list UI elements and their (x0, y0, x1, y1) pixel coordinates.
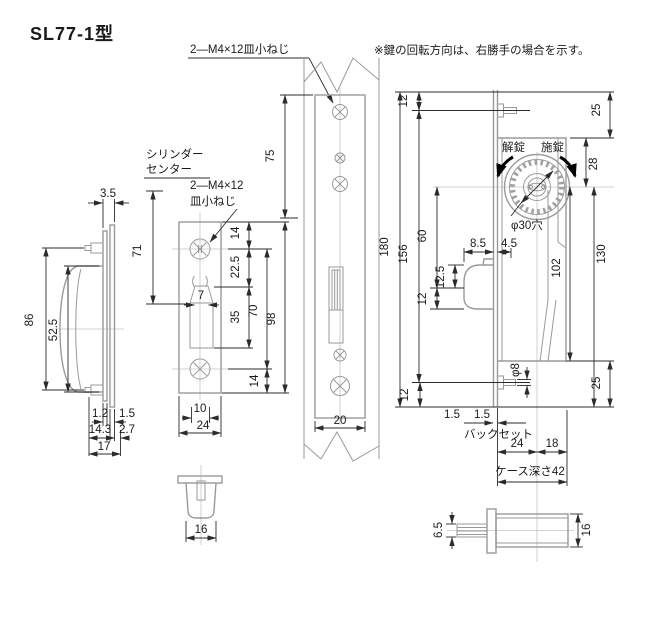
dim-v2-center: 71 (132, 190, 187, 305)
dim-v2-s1-value: 22.5 (230, 256, 242, 278)
rotation-direction-labels: 解錠 施錠 (496, 140, 577, 179)
dim-v1-dome: 52.5 (48, 265, 99, 393)
dim-v4-phi8-label: φ8 (510, 363, 522, 377)
backset-label: バックセット (464, 428, 533, 441)
dim-v1-thickness: 3.5 (88, 188, 129, 228)
dim-v6-diameter: 16 (570, 513, 593, 548)
dim-v4-backset: 24 18 ケース深さ42 (495, 408, 568, 486)
dim-v2-s2-value: 35 (230, 311, 242, 324)
dim-v2-bottom-value: 14 (249, 374, 261, 387)
dim-v4-b12-value: 12 (399, 389, 411, 402)
view-faceplate-front (303, 57, 380, 462)
dim-v4-latch-offsets: 8.5 4.5 (463, 238, 517, 262)
view-lock-case-side (433, 90, 614, 562)
dim-v4-left-columns: 12 180 156 60 12.5 12 12 (379, 91, 458, 408)
dim-v1-thickness-value: 3.5 (100, 188, 116, 200)
dim-v5-w16-value: 16 (195, 524, 208, 536)
dim-v2-center-value: 71 (132, 245, 144, 258)
dim-v4-h156-value: 156 (398, 244, 410, 263)
rotation-note: ※鍵の回転方向は、右勝手の場合を示す。 (374, 43, 589, 57)
dim-v2-slot-width: 7 (184, 290, 219, 308)
dim-v2-bottom-widths: 10 24 (178, 396, 222, 437)
dim-v4-r102-value: 102 (551, 258, 563, 277)
dim-v2-top-value: 14 (230, 226, 242, 239)
unlock-arrow (496, 155, 514, 179)
dim-v4-a45-value: 4.5 (501, 238, 517, 250)
dim-v3-top: 75 (265, 94, 313, 219)
dim-v4-a85-value: 8.5 (470, 238, 486, 250)
dim-v4-h180-value: 180 (379, 237, 391, 256)
plate-screws-label-2: 皿小ねじ (190, 195, 236, 208)
callout-faceplate-screws-label: 2—M4×12皿小ねじ (190, 43, 289, 56)
view-cylinder-plate-front (172, 213, 230, 400)
dim-v4-p15l-value: 1.5 (444, 409, 460, 421)
dim-v1-b5-value: 17 (98, 441, 111, 453)
view-escutcheon-side (52, 224, 124, 408)
dim-v4-r130-value: 130 (596, 244, 608, 263)
dim-v1-b2-value: 1.5 (119, 408, 135, 420)
dim-v4-r28-value: 28 (588, 158, 600, 171)
dim-v1-height-value: 86 (24, 314, 36, 327)
callout-hole30: φ30穴 (510, 170, 554, 232)
dim-v4-r25b-value: 25 (591, 377, 603, 390)
dim-v4-s125-value: 12.5 (435, 266, 447, 288)
unlock-label: 解錠 (502, 140, 525, 154)
callout-faceplate-screws: 2—M4×12皿小ねじ (188, 43, 334, 104)
dim-v4-r25t-value: 25 (591, 104, 603, 117)
dim-v4-p15r-value: 1.5 (474, 409, 490, 421)
dim-v2-height-value: 98 (266, 313, 278, 326)
callout-cylinder-center: シリンダー センター (144, 147, 210, 179)
dim-v6-d16-value: 16 (581, 524, 593, 537)
dim-v4-right-columns: 25 28 102 130 25 (551, 91, 613, 408)
dim-v2-w2-value: 24 (197, 420, 210, 432)
dim-v2-right-columns: 14 22.5 35 70 14 98 (214, 221, 289, 394)
dim-v1-b4-value: 2.7 (119, 424, 135, 436)
page-title: SL77-1型 (30, 23, 114, 44)
dim-v6-h65-value: 6.5 (433, 522, 445, 538)
dim-v3-width-value: 20 (334, 415, 347, 427)
case-depth-label: ケース深さ42 (495, 464, 565, 478)
view-cylinder-bottom (177, 465, 223, 545)
dim-v4-bs24-value: 24 (511, 438, 524, 450)
dim-v4-phi8: φ8 (510, 363, 531, 398)
callout-plate-screws: 2—M4×12 皿小ねじ (190, 180, 243, 243)
dim-v3-width: 20 (314, 415, 366, 432)
hole30-label: φ30穴 (511, 218, 543, 232)
view-cylinder-side (447, 508, 574, 554)
plate-screws-label-1: 2—M4×12 (190, 180, 243, 192)
dim-v4-bs18-value: 18 (546, 438, 559, 450)
dim-v4-plate-thickness: 1.5 1.5 バックセット (444, 409, 533, 441)
dim-v6-shaft-height: 6.5 (433, 512, 456, 549)
dim-v2-w1-value: 10 (194, 403, 207, 415)
cylinder-center-label-1: シリンダー (146, 147, 204, 161)
dim-v4-shared-extensions (395, 91, 614, 408)
dim-v1-b3-value: 14.3 (89, 424, 111, 436)
dim-v1-height: 86 (24, 247, 84, 391)
dim-v5-width: 16 (185, 521, 217, 542)
dim-v1-b1-value: 1.2 (92, 408, 108, 420)
dim-v4-s12-value: 12 (417, 293, 429, 306)
dim-v4-s60-value: 60 (417, 230, 429, 243)
dim-v2-span-value: 70 (248, 305, 260, 318)
dim-v3-top-value: 75 (265, 150, 277, 163)
dim-v1-bottom-stack: 1.2 1.5 14.3 2.7 17 (88, 397, 135, 457)
lock-arrow (559, 155, 577, 179)
cylinder-center-label-2: センター (146, 163, 192, 176)
lock-label: 施錠 (541, 140, 564, 154)
dim-v2-slot-value: 7 (198, 290, 204, 302)
dim-v1-dome-value: 52.5 (48, 319, 60, 341)
